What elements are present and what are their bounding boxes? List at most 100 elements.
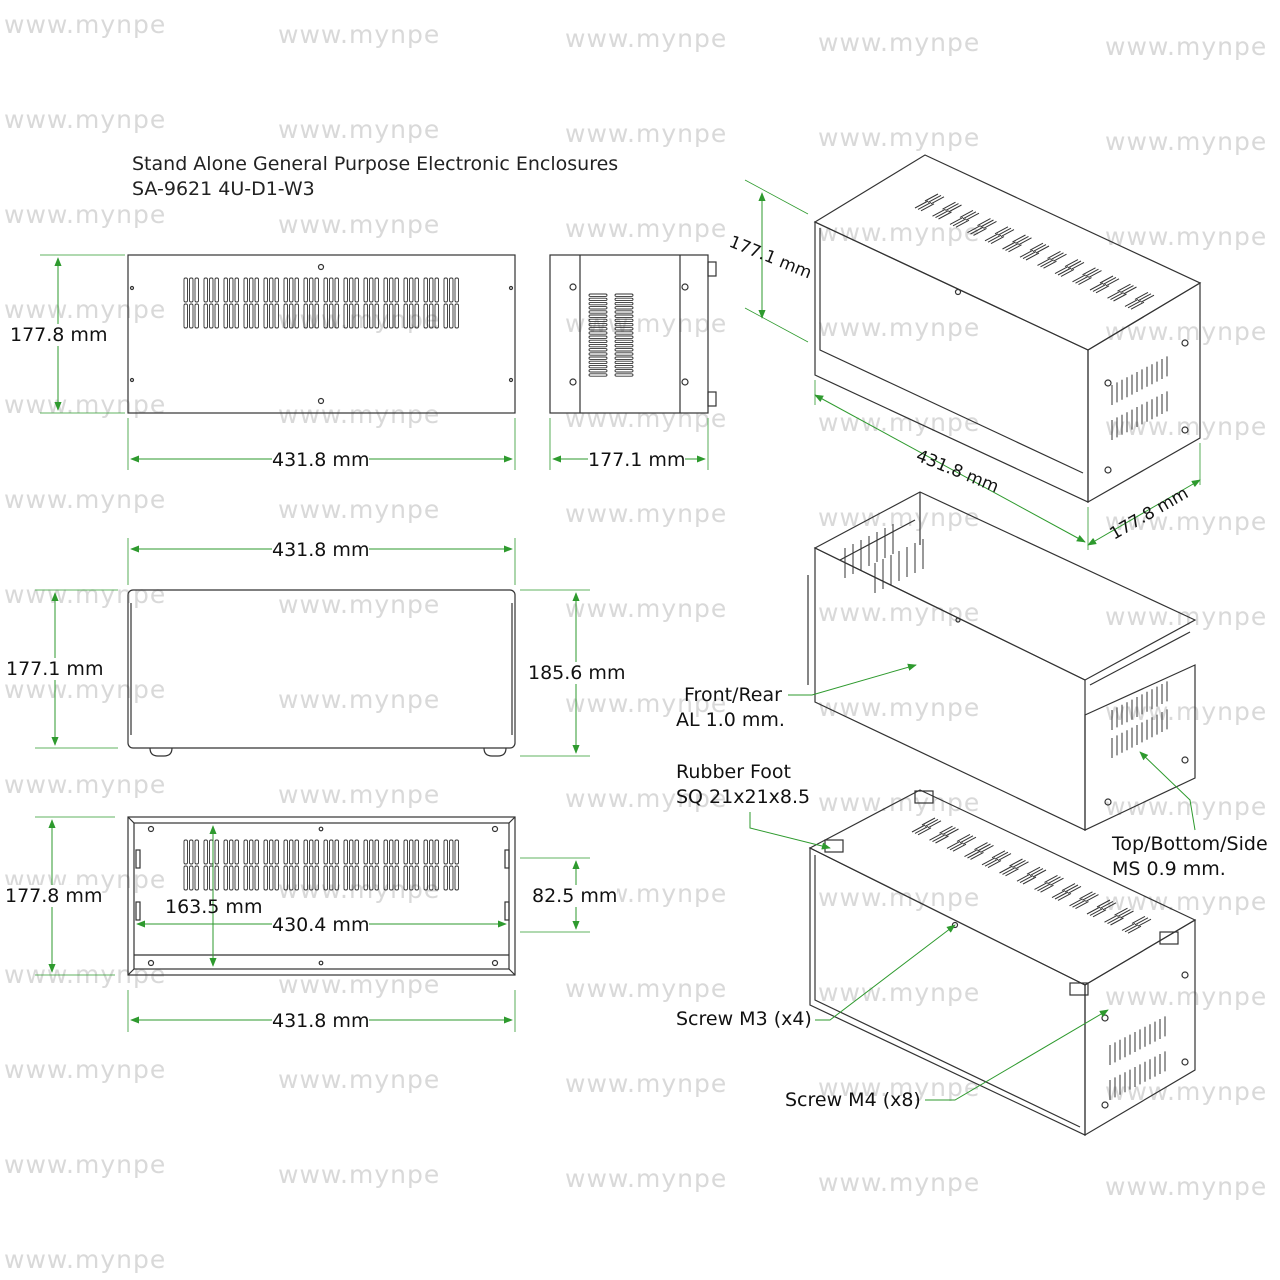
watermark-text: www.mynpe xyxy=(4,1150,167,1179)
watermark-text: www.mynpe xyxy=(1105,602,1268,631)
rubber-foot-note: Rubber Foot SQ 21x21x8.5 xyxy=(676,760,810,810)
iso-frame-front-vents xyxy=(1111,681,1168,758)
rubber-foot-spec: SQ 21x21x8.5 xyxy=(676,786,811,808)
watermark-text: www.mynpe xyxy=(565,594,728,623)
watermark-text: www.mynpe xyxy=(818,28,981,57)
rear-slot-height-label: 82.5 mm xyxy=(532,885,618,907)
front-view xyxy=(127,254,516,414)
top-bottom-side-spec: MS 0.9 mm. xyxy=(1112,858,1226,880)
rear-height-label: 177.8 mm xyxy=(5,885,103,907)
watermark-text: www.mynpe xyxy=(818,788,981,817)
iso-top-vent-pattern xyxy=(914,193,1155,310)
watermark-text: www.mynpe xyxy=(1105,792,1268,821)
callout-leaders xyxy=(749,663,1196,1101)
side-depth-label: 177.1 mm xyxy=(588,449,686,471)
watermark-text: www.mynpe xyxy=(278,685,441,714)
drawing-title: Stand Alone General Purpose Electronic E… xyxy=(132,153,619,175)
watermark-text: www.mynpe xyxy=(565,404,728,433)
watermark-text: www.mynpe xyxy=(4,770,167,799)
watermark-text: www.mynpe xyxy=(4,580,167,609)
watermark-text: www.mynpe xyxy=(565,1069,728,1098)
dimension-lines xyxy=(35,179,1201,1032)
top-bottom-side-note: Top/Bottom/Side MS 0.9 mm. xyxy=(1112,832,1268,882)
front-rear-spec-note: AL 1.0 mm. xyxy=(676,708,785,733)
rear-width-label: 431.8 mm xyxy=(272,1010,370,1032)
watermark-text: www.mynpe xyxy=(565,119,728,148)
model-number: SA-9621 4U-D1-W3 xyxy=(132,178,315,200)
front-height-label: 177.8 mm xyxy=(10,324,108,346)
watermark-text: www.mynpe xyxy=(278,400,441,429)
rear-view xyxy=(127,816,516,976)
iso-bottom-view xyxy=(808,789,1197,1137)
watermark-text: www.mynpe xyxy=(818,1168,981,1197)
rear-inner-height-label: 163.5 mm xyxy=(165,896,263,918)
watermark-text: www.mynpe xyxy=(818,883,981,912)
watermark-text: www.mynpe xyxy=(1105,317,1268,346)
side-view xyxy=(549,254,717,414)
side-vent-pattern xyxy=(588,293,634,377)
watermark-text: www.mynpe xyxy=(818,123,981,152)
watermark-text: www.mynpe xyxy=(278,495,441,524)
front-vent-pattern xyxy=(183,277,459,329)
watermark-text: www.mynpe xyxy=(818,313,981,342)
watermark-text: www.mynpe xyxy=(818,1073,981,1102)
watermark-text: www.mynpe xyxy=(4,200,167,229)
iso-side-vent-pattern xyxy=(1111,356,1168,440)
iso-bottom-vent-pattern xyxy=(911,817,1152,934)
watermark-text: www.mynpe xyxy=(4,390,167,419)
screw-m4-note: Screw M4 (x8) xyxy=(785,1089,921,1111)
watermark-text: www.mynpe xyxy=(4,1055,167,1084)
screw-m3-note: Screw M3 (x4) xyxy=(676,1008,812,1030)
watermark-text: www.mynpe xyxy=(1105,982,1268,1011)
top-bottom-side-label: Top/Bottom/Side xyxy=(1112,833,1268,855)
iso-assembled-view xyxy=(813,154,1202,504)
iso-frame-vent-pattern xyxy=(844,524,924,593)
watermark-text: www.mynpe xyxy=(278,20,441,49)
front-rear-spec: AL 1.0 mm. xyxy=(676,709,785,731)
watermark-text: www.mynpe xyxy=(4,1245,167,1274)
watermark-text: www.mynpe xyxy=(565,784,728,813)
watermark-text: www.mynpe xyxy=(565,1164,728,1193)
front-rear-label: Front/Rear xyxy=(684,684,782,706)
rear-inner-width-label: 430.4 mm xyxy=(272,914,370,936)
watermark-text: www.mynpe xyxy=(278,780,441,809)
front-width-label: 431.8 mm xyxy=(272,449,370,471)
iso-height-label: 177.8 mm xyxy=(1107,483,1193,544)
watermark-text: www.mynpe xyxy=(4,10,167,39)
watermark-text: www.mynpe xyxy=(565,24,728,53)
watermark-text: www.mynpe xyxy=(1105,887,1268,916)
rubber-foot-label: Rubber Foot xyxy=(676,761,792,783)
watermark-text: www.mynpe xyxy=(1105,127,1268,156)
watermark-text: www.mynpe xyxy=(565,214,728,243)
watermark-text: www.mynpe xyxy=(818,598,981,627)
iso-frame-view xyxy=(807,491,1197,831)
iso-width-label: 431.8 mm xyxy=(913,446,1001,497)
watermark-text: www.mynpe xyxy=(4,485,167,514)
watermark-text: www.mynpe xyxy=(1105,1172,1268,1201)
watermark-text: www.mynpe xyxy=(1105,32,1268,61)
watermark-text: www.mynpe xyxy=(565,689,728,718)
watermark-text: www.mynpe xyxy=(818,693,981,722)
top-width-label: 431.8 mm xyxy=(272,539,370,561)
iso-depth-label: 177.1 mm xyxy=(726,232,814,283)
watermark-text: www.mynpe xyxy=(278,1065,441,1094)
watermark-text: www.mynpe xyxy=(278,590,441,619)
rear-vent-pattern xyxy=(183,839,459,891)
top-depth-label: 177.1 mm xyxy=(6,658,104,680)
watermark-text: www.mynpe xyxy=(1105,222,1268,251)
top-depth-feet-label: 185.6 mm xyxy=(528,662,626,684)
watermark-text: www.mynpe xyxy=(4,295,167,324)
watermark-text: www.mynpe xyxy=(565,499,728,528)
watermark-text: www.mynpe xyxy=(818,978,981,1007)
watermark-text: www.mynpe xyxy=(278,1160,441,1189)
iso-bottom-side-vents xyxy=(1109,1016,1166,1100)
watermark-text: www.mynpe xyxy=(278,210,441,239)
watermark-text: www.mynpe xyxy=(278,115,441,144)
front-rear-material-note: Front/Rear xyxy=(684,683,782,708)
watermark-text: www.mynpe xyxy=(1105,1077,1268,1106)
top-view xyxy=(127,589,516,757)
watermark-text: www.mynpe xyxy=(4,105,167,134)
watermark-text: www.mynpe xyxy=(565,974,728,1003)
